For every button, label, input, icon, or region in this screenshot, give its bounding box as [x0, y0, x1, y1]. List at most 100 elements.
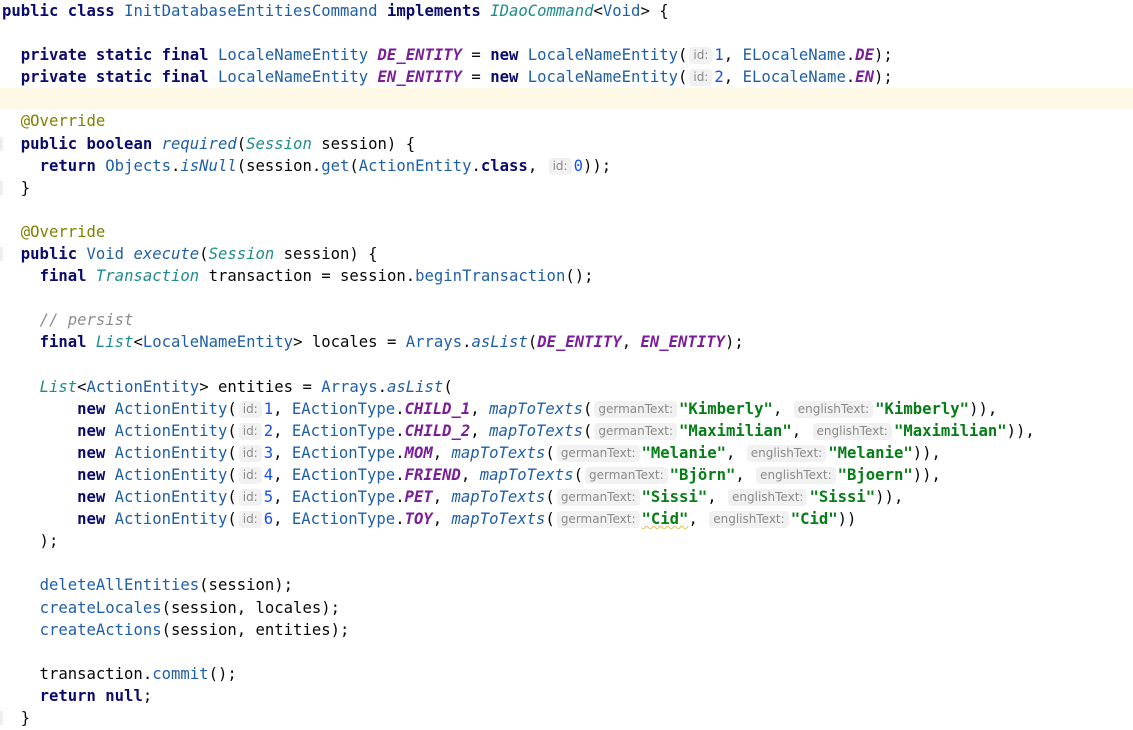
code-text — [2, 245, 21, 263]
code-text — [2, 135, 21, 153]
code-text: , — [432, 510, 452, 529]
interface-type-token: List — [39, 377, 78, 396]
keyword-token: new — [77, 399, 115, 418]
keyword-token: new — [77, 443, 115, 462]
code-text — [2, 223, 21, 241]
code-line[interactable]: @Override — [0, 110, 1133, 132]
string-literal: "Bjoern" — [837, 465, 913, 484]
code-text: , — [273, 399, 292, 418]
code-comment: // persist — [39, 311, 134, 330]
parameter-hint: germanText: — [556, 444, 640, 462]
constant-token: DE_ENTITY — [377, 46, 463, 65]
type-token: ActionEntity — [114, 488, 228, 507]
static-call-token: required — [161, 134, 237, 153]
code-text: . — [395, 510, 405, 529]
gutter-fold-marker[interactable] — [0, 247, 3, 262]
code-text: . — [377, 377, 387, 396]
code-line[interactable]: createLocales(session, locales); — [0, 597, 1133, 619]
type-token: LocaleNameEntity — [217, 46, 378, 65]
code-line-current[interactable] — [0, 88, 1133, 111]
code-line[interactable]: public boolean required(Session session)… — [0, 133, 1133, 155]
code-text — [2, 576, 40, 594]
code-text: ( — [227, 510, 237, 529]
interface-type-token: IDaoCommand — [490, 2, 594, 20]
code-line[interactable]: deleteAllEntities(session); — [0, 574, 1133, 596]
gutter-fold-marker[interactable] — [0, 711, 3, 725]
code-text: = — [462, 68, 491, 87]
code-line[interactable] — [0, 287, 1133, 309]
string-literal: "Melanie" — [641, 443, 727, 462]
keyword-token: new — [490, 46, 528, 65]
code-line[interactable]: new ActionEntity(id:2, EActionType.CHILD… — [0, 420, 1133, 442]
code-text: , — [273, 510, 292, 529]
code-line[interactable]: createActions(session, entities); — [0, 619, 1133, 641]
code-line[interactable]: } — [0, 177, 1133, 199]
code-line[interactable]: public class InitDatabaseEntitiesCommand… — [0, 0, 1133, 22]
gutter-fold-marker[interactable] — [0, 136, 3, 151]
static-call-token: asList — [386, 377, 444, 396]
code-line[interactable]: new ActionEntity(id:5, EActionType.PET, … — [0, 486, 1133, 508]
code-text — [2, 599, 40, 617]
code-text: ); — [725, 333, 744, 352]
code-line[interactable] — [0, 641, 1133, 663]
annotation-token: @Override — [20, 222, 106, 241]
interface-type-token: Transaction — [95, 267, 200, 286]
code-text: ( — [545, 488, 555, 507]
static-call-token: mapToTexts — [479, 465, 574, 484]
code-line[interactable]: @Override — [0, 221, 1133, 243]
code-line[interactable]: new ActionEntity(id:1, EActionType.CHILD… — [0, 398, 1133, 420]
code-line[interactable]: new ActionEntity(id:4, EActionType.FRIEN… — [0, 464, 1133, 486]
code-line[interactable]: new ActionEntity(id:3, EActionType.MOM, … — [0, 442, 1133, 464]
type-token: ELocaleName — [742, 68, 846, 87]
code-text: transaction = session. — [199, 267, 416, 286]
code-line[interactable] — [0, 199, 1133, 221]
code-text: . — [845, 46, 856, 65]
number-literal: 1 — [714, 46, 724, 65]
type-token: LocaleNameEntity — [527, 68, 678, 87]
code-line[interactable]: new ActionEntity(id:6, EActionType.TOY, … — [0, 508, 1133, 530]
code-line[interactable]: public Void execute(Session session) { — [0, 243, 1133, 265]
code-text: < — [77, 377, 87, 396]
string-literal: "Maximilian" — [679, 421, 792, 440]
code-line[interactable] — [0, 354, 1133, 376]
code-text: ( — [199, 245, 209, 264]
code-line[interactable] — [0, 22, 1133, 44]
string-literal: "Sissi" — [641, 488, 708, 507]
code-line[interactable]: transaction.commit(); — [0, 663, 1133, 685]
number-literal: 0 — [573, 156, 583, 175]
code-line[interactable]: final Transaction transaction = session.… — [0, 265, 1133, 287]
code-line[interactable]: private static final LocaleNameEntity DE… — [0, 44, 1133, 66]
code-text: } — [2, 178, 31, 197]
code-text: ( — [227, 399, 237, 418]
code-text: ( — [582, 421, 593, 440]
code-line[interactable]: // persist — [0, 309, 1133, 331]
code-line[interactable]: return Objects.isNull(session.get(Action… — [0, 155, 1133, 177]
code-text: )), — [912, 443, 941, 462]
code-line[interactable]: private static final LocaleNameEntity EN… — [0, 66, 1133, 88]
code-text — [2, 422, 77, 440]
code-line[interactable]: List<ActionEntity> entities = Arrays.asL… — [0, 376, 1133, 398]
code-line[interactable]: return null; — [0, 685, 1133, 707]
type-token: ActionEntity — [114, 399, 228, 418]
code-line[interactable]: ); — [0, 530, 1133, 552]
code-line[interactable]: final List<LocaleNameEntity> locales = A… — [0, 331, 1133, 353]
code-text: , — [791, 421, 811, 440]
type-token: Void — [602, 2, 641, 20]
gutter-fold-marker[interactable] — [0, 180, 3, 195]
code-line[interactable] — [0, 552, 1133, 574]
string-literal: "Björn" — [669, 465, 736, 484]
code-text: )), — [875, 488, 904, 507]
code-line[interactable]: } — [0, 707, 1133, 729]
parameter-hint: id: — [238, 444, 262, 462]
keyword-token: new — [490, 68, 528, 87]
static-call-token: mapToTexts — [451, 488, 546, 507]
type-token: ActionEntity — [114, 421, 228, 440]
code-text: , — [688, 510, 708, 529]
code-text: , — [432, 443, 452, 462]
keyword-token: new — [77, 510, 115, 529]
string-literal: "Kimberly" — [875, 399, 970, 418]
interface-type-token: Session — [246, 134, 312, 153]
code-text — [2, 488, 77, 506]
code-text — [2, 466, 77, 484]
